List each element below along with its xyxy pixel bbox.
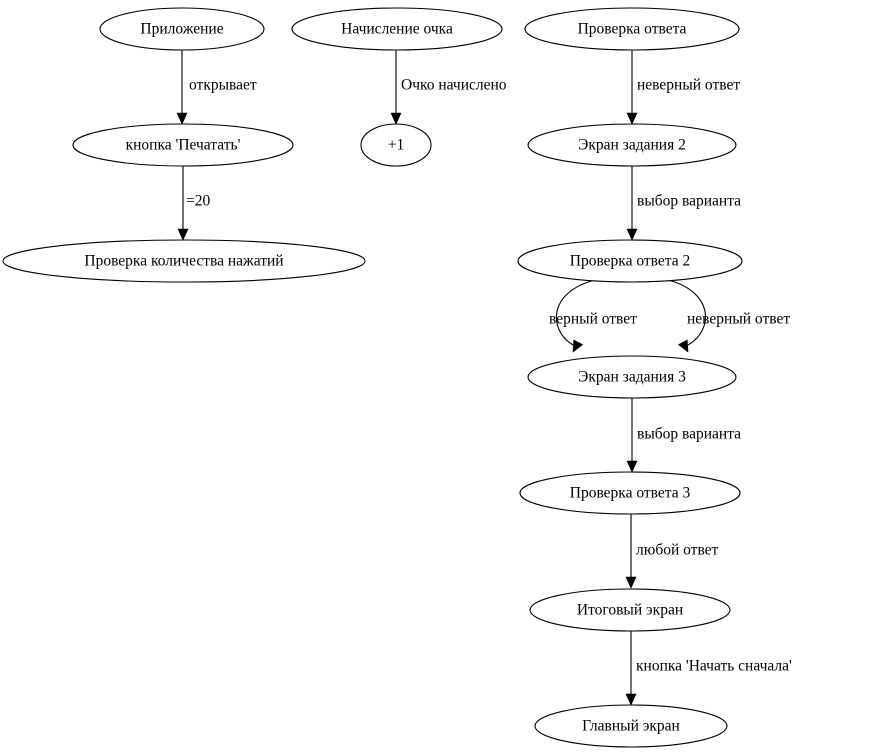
- edge-check_ans-to-task2: [626, 50, 638, 125]
- node-check_ans2[interactable]: Проверка ответа 2: [517, 239, 743, 283]
- node-plus_one[interactable]: +1: [360, 123, 432, 167]
- node-check_ans[interactable]: Проверка ответа: [524, 7, 740, 51]
- node-app[interactable]: Приложение: [99, 7, 265, 51]
- node-task3[interactable]: Экран задания 3: [527, 355, 737, 399]
- node-ellipse-plus_one[interactable]: [360, 123, 432, 167]
- edge-label-e5: выбор варианта: [637, 193, 741, 210]
- node-check_ans3[interactable]: Проверка ответа 3: [519, 471, 741, 515]
- node-label-check_cnt: Проверка количества нажатий: [84, 253, 283, 270]
- edge-label-e6: верный ответ: [549, 311, 637, 328]
- edge-app-to-print_btn: [176, 50, 188, 125]
- edge-label-e1: открывает: [189, 77, 257, 94]
- node-ellipse-check_ans3[interactable]: [519, 471, 741, 515]
- node-label-task2: Экран задания 2: [578, 137, 686, 154]
- edge-check_ans2-to-task3: [667, 279, 707, 353]
- node-label-check_ans: Проверка ответа: [578, 21, 687, 38]
- node-task2[interactable]: Экран задания 2: [527, 123, 737, 167]
- node-label-task3: Экран задания 3: [578, 369, 686, 386]
- node-label-print_btn: кнопка 'Печатать': [126, 137, 241, 154]
- node-label-check_ans2: Проверка ответа 2: [570, 253, 691, 270]
- node-main[interactable]: Главный экран: [534, 704, 728, 748]
- nodes-layer: Приложение кнопка 'Печатать' Проверка коли…: [2, 7, 743, 748]
- node-ellipse-app[interactable]: [99, 7, 265, 51]
- edge-label-e9: любой ответ: [636, 542, 719, 559]
- edge-label-e7: неверный ответ: [687, 311, 790, 328]
- edge-final-to-main: [625, 631, 637, 706]
- edge-score_add-to-plus_one: [390, 50, 402, 125]
- node-ellipse-task3[interactable]: [527, 355, 737, 399]
- edge-label-e3: Очко начислено: [401, 77, 507, 94]
- edge-label-e10: кнопка 'Начать сначала': [636, 658, 792, 675]
- node-ellipse-check_ans2[interactable]: [517, 239, 743, 283]
- node-score_add[interactable]: Начисление очка: [291, 7, 503, 51]
- node-print_btn[interactable]: кнопка 'Печатать': [72, 123, 294, 167]
- edges-layer: [176, 50, 707, 706]
- node-ellipse-task2[interactable]: [527, 123, 737, 167]
- node-label-score_add: Начисление очка: [341, 21, 453, 38]
- node-label-app: Приложение: [140, 21, 223, 38]
- node-ellipse-check_cnt[interactable]: [2, 239, 366, 283]
- node-ellipse-main[interactable]: [534, 704, 728, 748]
- node-ellipse-score_add[interactable]: [291, 7, 503, 51]
- edge-label-e2: =20: [186, 193, 210, 210]
- node-label-check_ans3: Проверка ответа 3: [570, 485, 691, 502]
- edge-task3-to-check_ans3: [626, 398, 638, 473]
- node-label-plus_one: +1: [388, 137, 405, 154]
- edge-task2-to-check_ans2: [626, 166, 638, 241]
- node-label-main: Главный экран: [582, 718, 680, 735]
- edge-labels-layer: открывает =20 Очко начислено неверный ответ…: [186, 77, 792, 675]
- node-final[interactable]: Итоговый экран: [529, 588, 731, 632]
- edge-check_ans3-to-final: [625, 514, 637, 589]
- edge-check_ans2-to-task3: [555, 279, 596, 353]
- edge-label-e8: выбор варианта: [637, 426, 741, 443]
- edge-label-e4: неверный ответ: [637, 77, 740, 94]
- node-ellipse-final[interactable]: [529, 588, 731, 632]
- edge-print_btn-to-check_cnt: [177, 166, 189, 241]
- node-ellipse-print_btn[interactable]: [72, 123, 294, 167]
- node-ellipse-check_ans[interactable]: [524, 7, 740, 51]
- node-check_cnt[interactable]: Проверка количества нажатий: [2, 239, 366, 283]
- node-label-final: Итоговый экран: [577, 602, 683, 619]
